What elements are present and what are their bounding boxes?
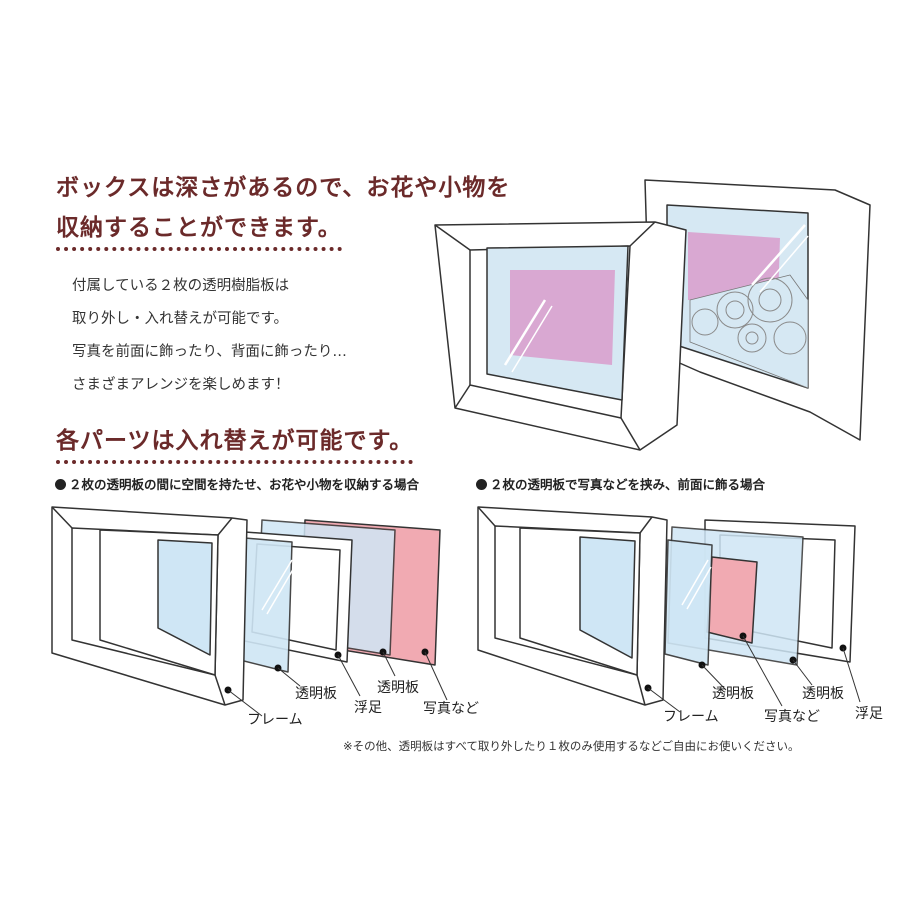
footnote: ※その他、透明板はすべて取り外したり１枚のみ使用するなどご自由にお使いください。 [343,739,800,753]
intro-text: 付属している２枚の透明樹脂板は 取り外し・入れ替えが可能です。 写真を前面に飾っ… [72,270,347,402]
label-spacer: 浮足 [354,700,382,716]
bullet-icon [55,479,66,490]
label-spacer: 浮足 [855,706,883,722]
right-clear-panel-front [664,539,713,666]
heading-line-1: ボックスは深さがあるので、お花や小物を [56,174,511,201]
label-clear-panel: 透明板 [712,686,754,702]
label-photo: 写真など [764,709,820,725]
front-box-illustration [434,221,687,451]
label-clear-panel: 透明板 [295,686,337,702]
right-leader-lines [647,635,861,713]
label-frame: フレーム [663,709,719,725]
intro-line: 付属している２枚の透明樹脂板は [72,278,290,294]
left-diagram-caption: ２枚の透明板の間に空間を持たせ、お花や小物を収納する場合 [55,474,419,493]
intro-line: さまざまアレンジを楽しめます！ [72,377,290,393]
heading-line-2: 収納することができます。 [56,216,342,251]
label-frame: フレーム [247,712,303,728]
intro-line: 取り外し・入れ替えが可能です。 [72,311,289,327]
right-photo-panel [706,556,758,644]
left-leader-lines [227,651,448,717]
label-clear-panel-2: 透明板 [802,686,844,702]
parts-heading: 各パーツは入れ替えが可能です。 [56,429,414,464]
bullet-icon [476,479,487,490]
label-photo: 写真など [423,701,479,717]
intro-line: 写真を前面に飾ったり、背面に飾ったり… [72,344,347,360]
right-diagram-caption: ２枚の透明板で写真などを挟み、前面に飾る場合 [476,474,765,493]
label-clear-panel-2: 透明板 [377,680,419,696]
